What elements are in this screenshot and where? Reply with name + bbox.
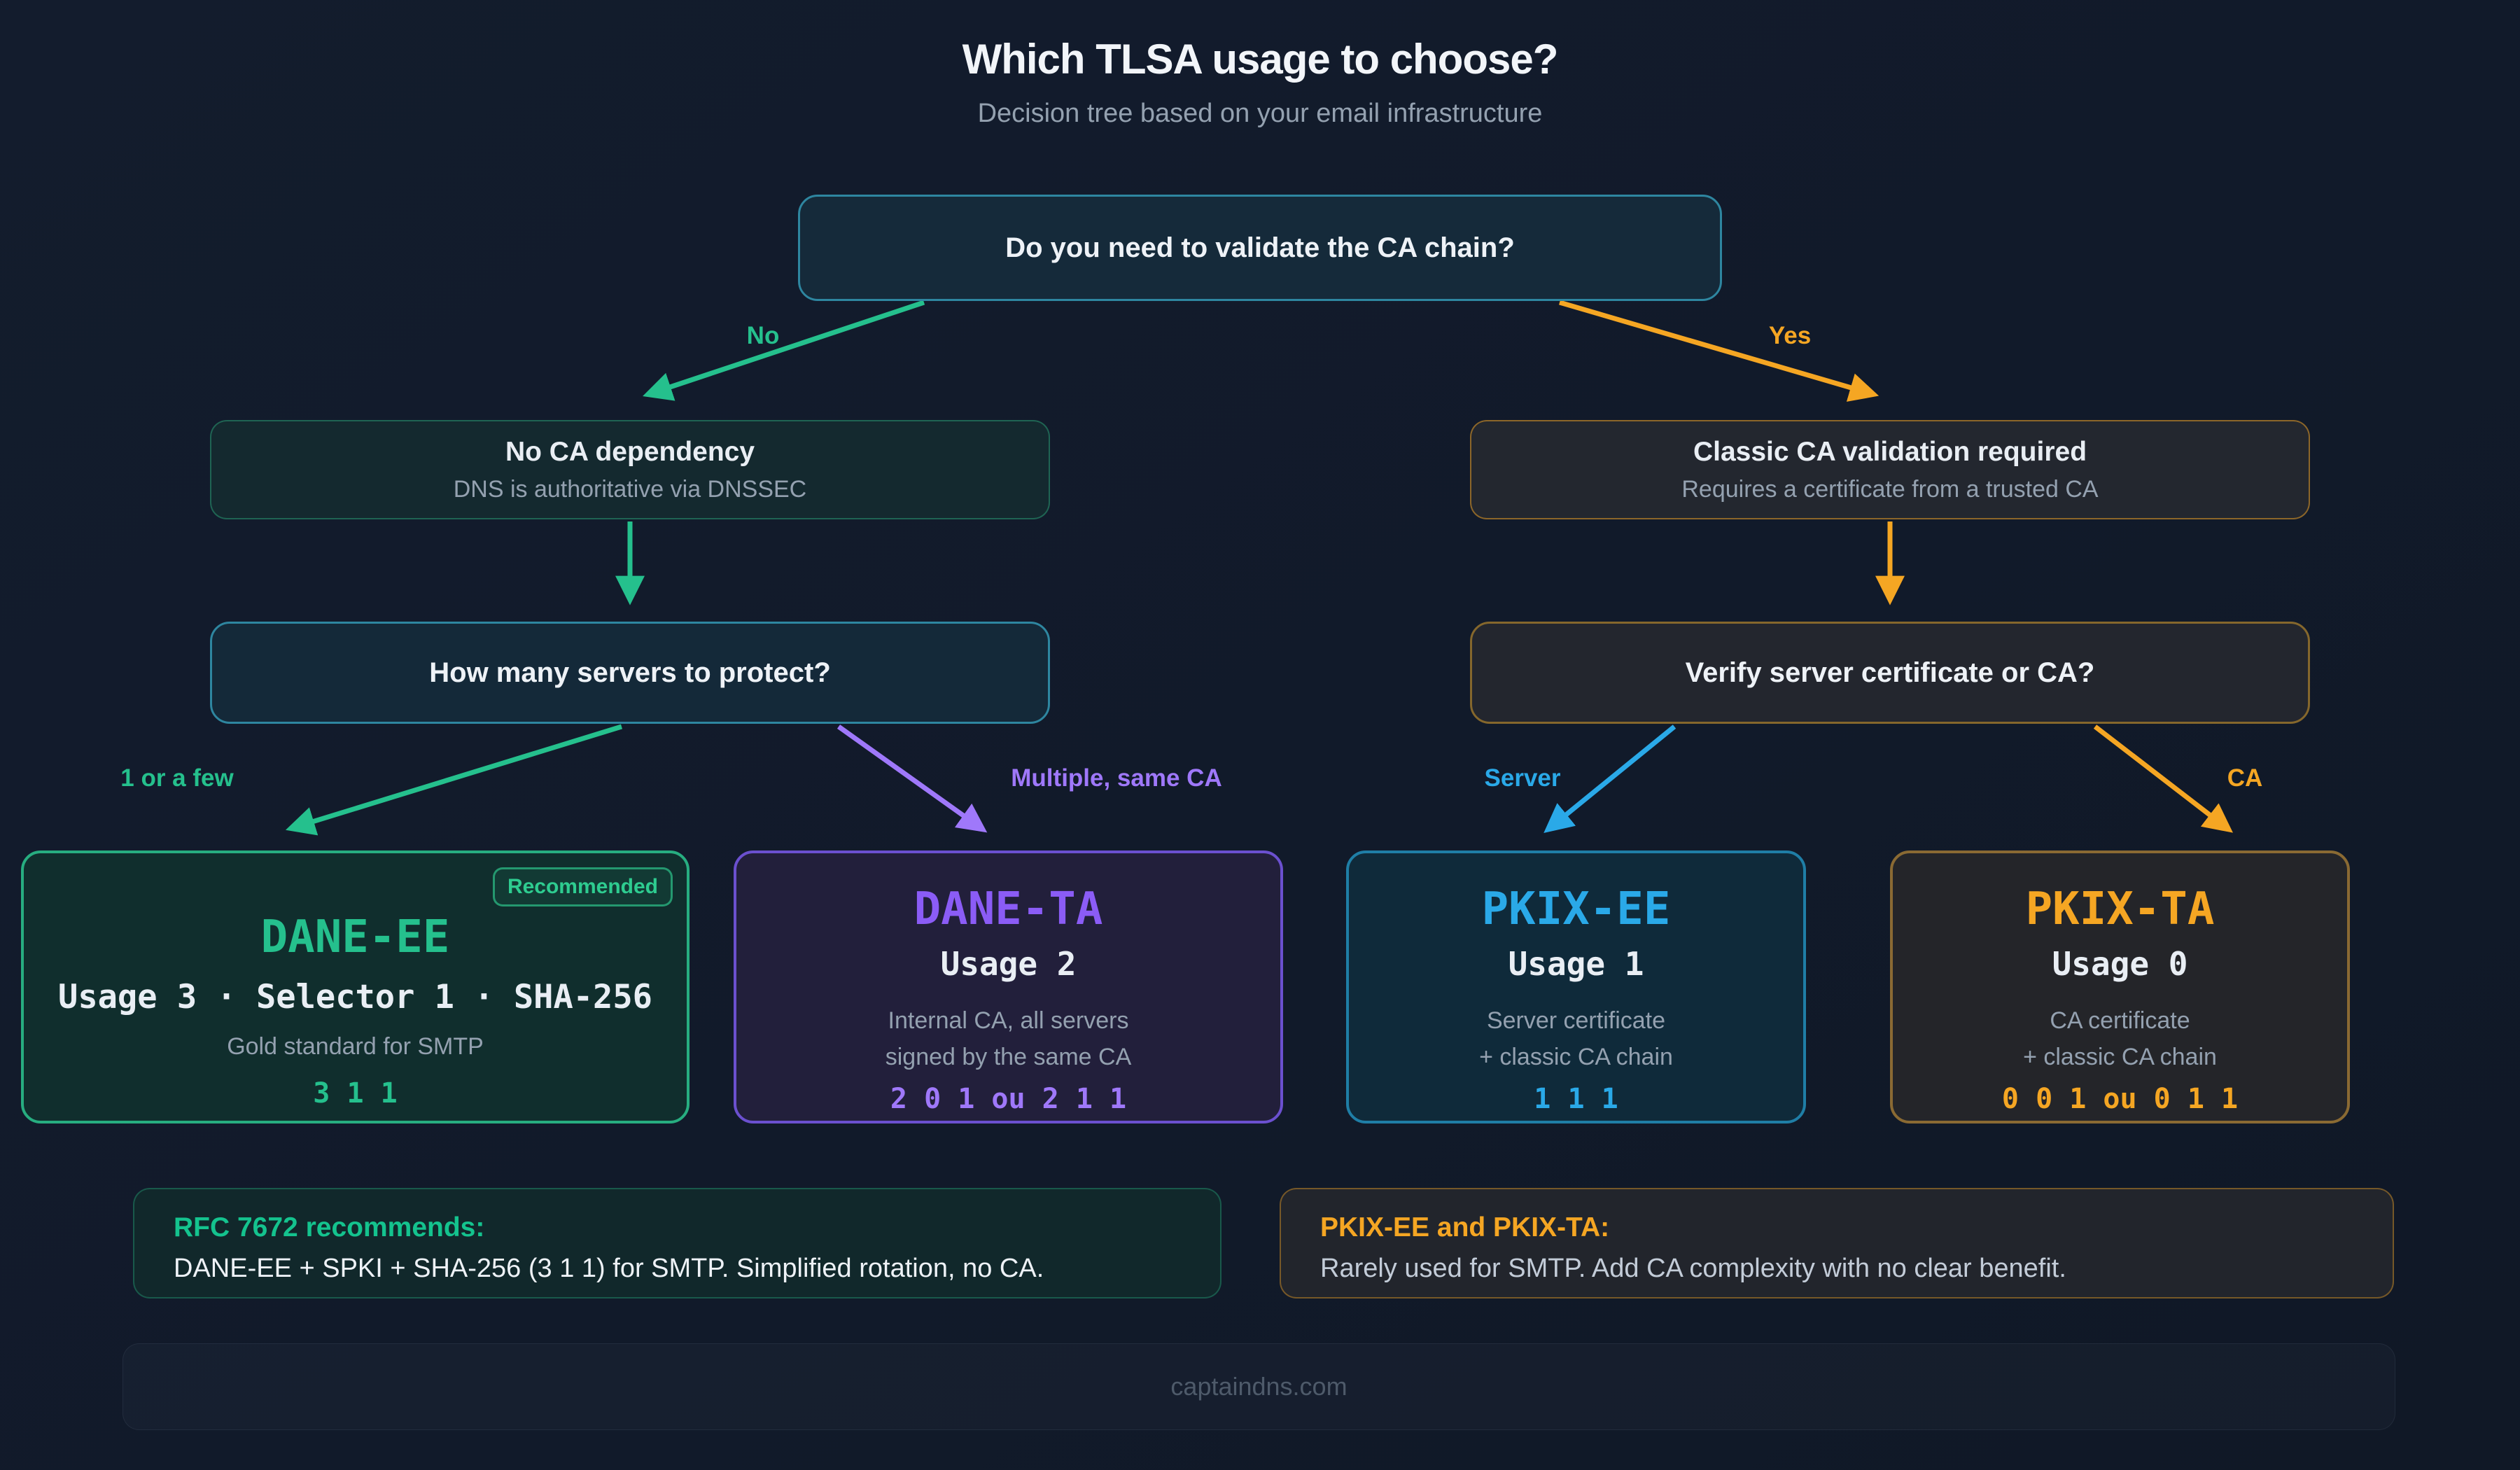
node-no-ca-dependency: No CA dependency DNS is authoritative vi… [210, 420, 1050, 519]
card-dane-ta-code: 2 0 1 ou 2 1 1 [890, 1083, 1127, 1115]
card-dane-ee-usage: Usage 3 · Selector 1 · SHA-256 [58, 978, 652, 1016]
edge-label-yes: Yes [1768, 322, 1812, 349]
card-dane-ta: DANE-TA Usage 2 Internal CA, all servers… [734, 850, 1283, 1124]
card-pkix-ee-title: PKIX-EE [1481, 883, 1671, 935]
edge-label-no: No [746, 322, 780, 349]
node-how-many-servers: How many servers to protect? [210, 622, 1050, 724]
node-verify-cert-or-ca: Verify server certificate or CA? [1470, 622, 2310, 724]
page-header: Which TLSA usage to choose? Decision tre… [0, 35, 2520, 129]
node-classic-ca-subtitle: Requires a certificate from a trusted CA [1681, 475, 2099, 503]
card-pkix-ta-code: 0 0 1 ou 0 1 1 [2001, 1083, 2239, 1115]
note-pkix-warning-body: Rarely used for SMTP. Add CA complexity … [1320, 1254, 2066, 1283]
card-pkix-ta: PKIX-TA Usage 0 CA certificate + classic… [1890, 850, 2350, 1124]
card-pkix-ta-usage: Usage 0 [2052, 945, 2188, 983]
card-dane-ee-desc: Gold standard for SMTP [227, 1033, 484, 1060]
card-pkix-ee: PKIX-EE Usage 1 Server certificate + cla… [1346, 850, 1806, 1124]
page-subtitle: Decision tree based on your email infras… [977, 99, 1543, 128]
node-root-question-text: Do you need to validate the CA chain? [1005, 232, 1515, 263]
card-dane-ta-desc: Internal CA, all servers signed by the s… [886, 1002, 1132, 1075]
card-dane-ta-usage: Usage 2 [940, 945, 1077, 983]
card-dane-ta-title: DANE-TA [913, 883, 1103, 935]
node-root-question: Do you need to validate the CA chain? [798, 195, 1722, 301]
recommended-badge: Recommended [492, 867, 673, 906]
card-pkix-ee-desc-line1: Server certificate [1486, 1007, 1666, 1034]
card-pkix-ee-desc-line2: + classic CA chain [1479, 1044, 1673, 1070]
edge-server-arrow [1544, 724, 1676, 833]
node-no-ca-subtitle: DNS is authoritative via DNSSEC [453, 475, 807, 503]
card-pkix-ee-desc: Server certificate + classic CA chain [1479, 1002, 1673, 1075]
page-title: Which TLSA usage to choose? [962, 36, 1559, 83]
node-no-ca-title: No CA dependency [505, 436, 755, 467]
footer-watermark: captaindns.com [1170, 1372, 1348, 1401]
edge-label-multiple: Multiple, same CA [1011, 764, 1222, 792]
edge-ca-arrow [2093, 724, 2233, 833]
card-pkix-ee-usage: Usage 1 [1508, 945, 1644, 983]
edge-no-arrow [643, 300, 925, 401]
node-how-many-servers-text: How many servers to protect? [429, 657, 831, 688]
note-rfc-7672-title: RFC 7672 recommends: [174, 1212, 485, 1242]
card-dane-ee: Recommended DANE-EE Usage 3 · Selector 1… [21, 850, 690, 1124]
card-dane-ta-desc-line2: signed by the same CA [885, 1044, 1132, 1070]
edge-yes-arrow [1559, 300, 1879, 402]
node-classic-ca: Classic CA validation required Requires … [1470, 420, 2310, 519]
edge-label-ca: CA [2227, 764, 2263, 792]
card-pkix-ta-desc-line2: + classic CA chain [2023, 1044, 2217, 1070]
edge-label-server: Server [1484, 764, 1561, 792]
note-rfc-7672: RFC 7672 recommends: DANE-EE + SPKI + SH… [133, 1188, 1222, 1298]
note-rfc-7672-body: DANE-EE + SPKI + SHA-256 (3 1 1) for SMT… [174, 1254, 1044, 1283]
card-pkix-ta-desc-line1: CA certificate [2050, 1007, 2190, 1034]
edge-one-or-few-arrow [285, 724, 623, 836]
node-classic-ca-title: Classic CA validation required [1693, 436, 2087, 467]
note-pkix-warning: PKIX-EE and PKIX-TA: Rarely used for SMT… [1280, 1188, 2394, 1298]
node-verify-cert-or-ca-text: Verify server certificate or CA? [1685, 657, 2095, 688]
card-dane-ta-desc-line1: Internal CA, all servers [888, 1007, 1129, 1034]
card-dane-ee-code: 3 1 1 [313, 1077, 398, 1110]
edge-label-one-or-few: 1 or a few [120, 764, 234, 792]
edge-multiple-arrow [836, 724, 988, 833]
footer-watermark-box: captaindns.com [122, 1343, 2395, 1430]
card-pkix-ta-desc: CA certificate + classic CA chain [2023, 1002, 2217, 1075]
card-pkix-ta-title: PKIX-TA [2025, 883, 2215, 935]
card-dane-ee-title: DANE-EE [260, 911, 450, 963]
note-pkix-warning-title: PKIX-EE and PKIX-TA: [1320, 1212, 1610, 1242]
card-pkix-ee-code: 1 1 1 [1534, 1083, 1618, 1115]
